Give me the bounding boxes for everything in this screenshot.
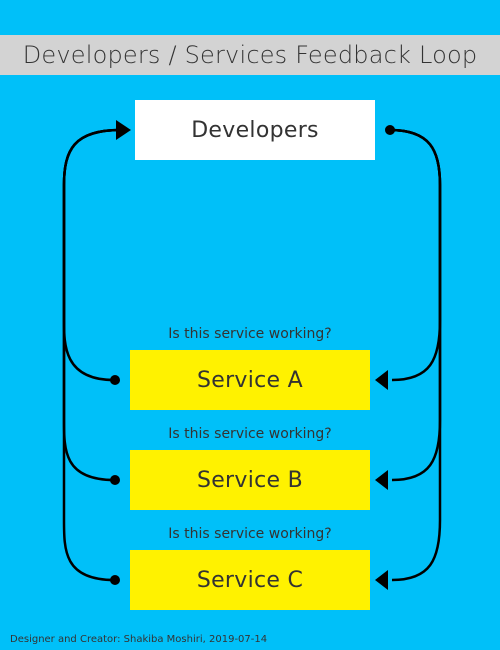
developers-box: Developers — [135, 100, 375, 160]
connector-developers-to-service-b — [389, 128, 442, 482]
service-a-label: Service A — [196, 367, 304, 393]
connector-developers-to-service-a — [389, 128, 442, 382]
connector-service-a-to-developers — [62, 128, 121, 382]
service-a-box: Service A — [130, 350, 370, 410]
service-c-question: Is this service working? — [168, 526, 332, 542]
dot-developers-right — [385, 125, 395, 135]
connector-developers-to-service-c — [389, 128, 442, 582]
developers-label: Developers — [191, 117, 319, 143]
arrow-into-service-b — [375, 470, 388, 490]
arrow-into-service-c — [375, 570, 388, 590]
service-b-box: Service B — [130, 450, 370, 510]
service-c-box: Service C — [130, 550, 370, 610]
arrow-into-developers — [116, 120, 131, 140]
credit-line: Designer and Creator: Shakiba Moshiri, 2… — [10, 634, 268, 645]
arrow-into-service-a — [375, 370, 388, 390]
dot-service-c-left — [110, 575, 120, 585]
connector-service-c-to-developers — [62, 128, 121, 582]
service-c-label: Service C — [196, 567, 304, 593]
connector-service-b-to-developers — [62, 128, 121, 482]
service-b-question: Is this service working? — [168, 426, 332, 442]
dot-service-a-left — [110, 375, 120, 385]
diagram-title: Developers / Services Feedback Loop — [0, 35, 500, 75]
service-b-label: Service B — [196, 467, 304, 493]
dot-service-b-left — [110, 475, 120, 485]
service-a-question: Is this service working? — [168, 326, 332, 342]
